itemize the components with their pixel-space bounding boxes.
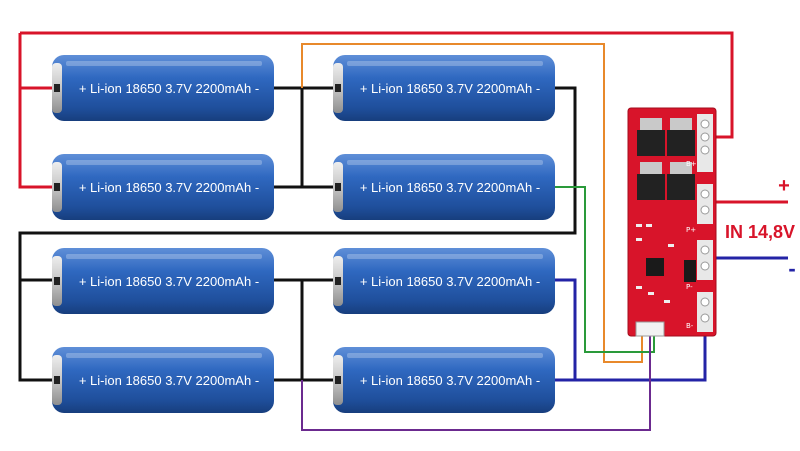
cell-body [52,347,274,413]
cell-terminal [335,84,341,92]
cell-body [52,154,274,220]
cell-terminal [335,376,341,384]
battery-cells: + Li-ion 18650 3.7V 2200mAh - + Li-ion 18… [52,55,555,413]
cell-label: + Li-ion 18650 3.7V 2200mAh - [360,81,540,96]
cell-label: + Li-ion 18650 3.7V 2200mAh - [79,274,259,289]
cell-highlight [66,160,262,165]
wire-orange-balance [301,43,643,363]
cell-body [52,55,274,121]
pin-label-pplus: P+ [686,226,696,234]
cell-terminal [54,84,60,92]
bms-terminals [697,114,713,332]
input-minus-sign: - [788,256,795,281]
cell-body [52,248,274,314]
cell-highlight [347,254,543,259]
cell-label: + Li-ion 18650 3.7V 2200mAh - [79,180,259,195]
wire-purple-balance [301,334,651,431]
wire-black-series [18,86,577,382]
battery-cell: + Li-ion 18650 3.7V 2200mAh - [52,55,274,121]
cell-body [333,154,555,220]
bms-board: B+ P+ P- B- [627,107,717,337]
cell-terminal [335,277,341,285]
cell-terminal [54,376,60,384]
cell-highlight [347,61,543,66]
cell-highlight [66,353,262,358]
battery-cell: + Li-ion 18650 3.7V 2200mAh - [333,248,555,314]
cell-body [333,55,555,121]
battery-cell: + Li-ion 18650 3.7V 2200mAh - [333,154,555,220]
battery-cell: + Li-ion 18650 3.7V 2200mAh - [333,55,555,121]
wire-red-positive [18,31,734,189]
battery-cell: + Li-ion 18650 3.7V 2200mAh - [333,347,555,413]
battery-cell: + Li-ion 18650 3.7V 2200mAh - [52,347,274,413]
cell-terminal [54,277,60,285]
cell-body [333,248,555,314]
cell-label: + Li-ion 18650 3.7V 2200mAh - [79,81,259,96]
balance-connector [635,321,665,337]
pin-label-bplus: B+ [686,160,697,168]
cell-highlight [347,353,543,358]
cell-label: + Li-ion 18650 3.7V 2200mAh - [360,373,540,388]
cell-label: + Li-ion 18650 3.7V 2200mAh - [360,274,540,289]
cell-body [333,347,555,413]
pin-label-pminus: P- [686,283,693,291]
mosfet-2 [667,118,695,156]
pin-label-bminus: B- [686,322,694,330]
cell-highlight [347,160,543,165]
cell-terminal [335,183,341,191]
cell-terminal [54,183,60,191]
cell-label: + Li-ion 18650 3.7V 2200mAh - [79,373,259,388]
input-plus-sign: + [778,175,790,197]
bms-ic [646,258,664,276]
cell-highlight [66,61,262,66]
mosfet-4 [667,162,695,200]
wire-blue-negative [555,256,788,382]
input-voltage-label: IN 14,8V [725,222,795,242]
wire-green-balance [555,186,655,353]
mosfet-1 [637,118,665,156]
cell-label: + Li-ion 18650 3.7V 2200mAh - [360,180,540,195]
battery-cell: + Li-ion 18650 3.7V 2200mAh - [52,154,274,220]
battery-cell: + Li-ion 18650 3.7V 2200mAh - [52,248,274,314]
mosfet-3 [637,162,665,200]
cell-highlight [66,254,262,259]
